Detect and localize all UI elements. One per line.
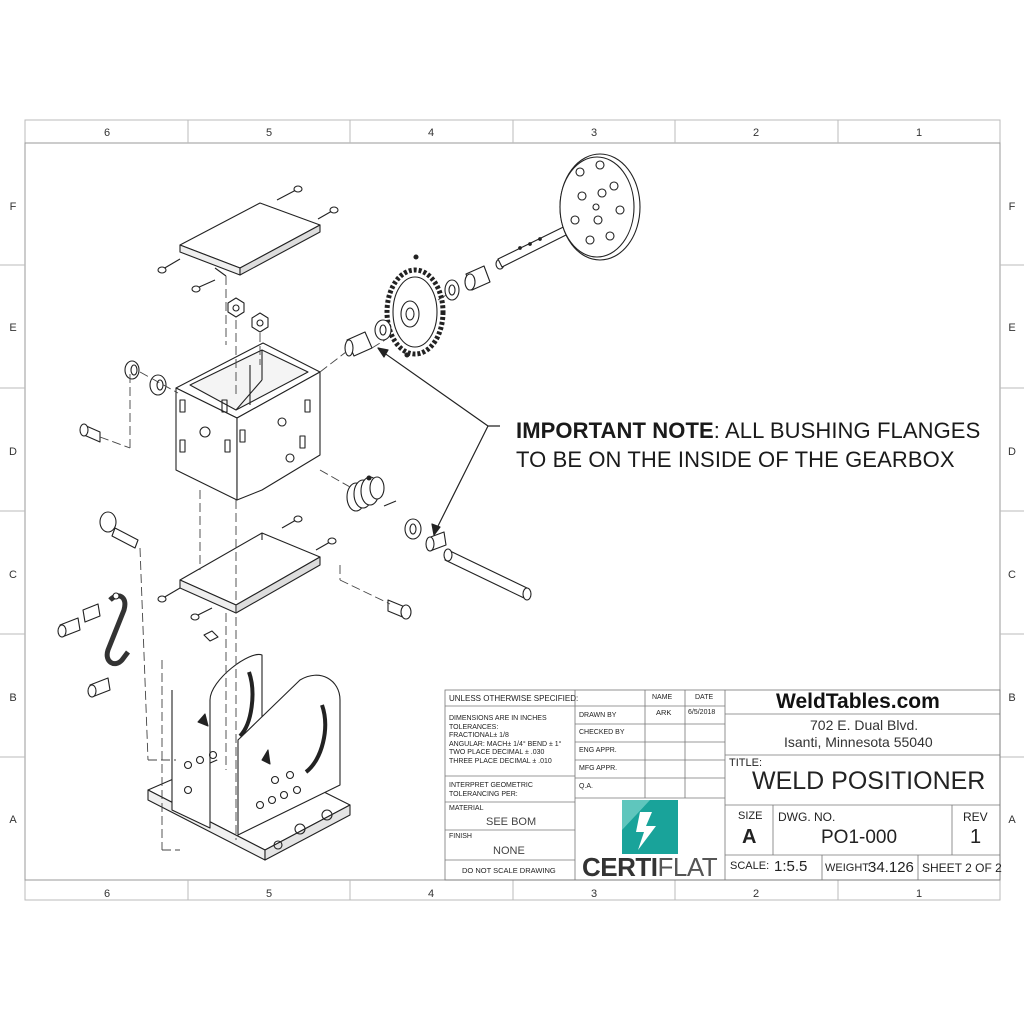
interpret-label: INTERPRET GEOMETRIC — [449, 782, 533, 789]
base-stand — [147, 653, 351, 861]
drawing-title: WELD POSITIONER — [752, 767, 986, 795]
zone-columns-bottom: 6 5 4 3 2 1 — [104, 888, 922, 900]
zone-row-label: D — [9, 446, 17, 458]
scale-value: 1:5.5 — [774, 858, 808, 875]
note-label: IMPORTANT NOTE — [516, 418, 714, 443]
size-label: SIZE — [738, 810, 763, 822]
zone-col-label: 3 — [591, 127, 597, 139]
three-place-tolerance: THREE PLACE DECIMAL ± .010 — [449, 757, 552, 765]
top-cover-plate — [179, 202, 321, 277]
interpret-note: INTERPRET GEOMETRIC TOLERANCING PER: — [449, 781, 533, 799]
worm-gear — [346, 475, 397, 512]
mfg-appr-label: MFG APPR. — [579, 765, 618, 772]
tolerancing-label: TOLERANCING PER: — [449, 791, 518, 798]
zone-row-label: E — [9, 322, 16, 334]
certiflat-logo — [622, 800, 678, 854]
zone-col-label: 3 — [591, 888, 597, 900]
screws-top — [157, 185, 339, 293]
tolerance-notes: DIMENSIONS ARE IN INCHES TOLERANCES: FRA… — [449, 715, 561, 766]
logo-word-bold: CERTI — [582, 852, 658, 882]
drawn-by-name: ARK — [656, 708, 672, 717]
scale-label: SCALE: — [730, 860, 770, 872]
zone-ticks — [0, 120, 1024, 900]
spur-gear — [374, 254, 446, 358]
zone-col-label: 2 — [753, 888, 759, 900]
zone-rows-left: F E D C B A — [9, 201, 17, 826]
drive-shaft-parts — [404, 518, 532, 601]
zone-col-label: 4 — [428, 888, 434, 900]
sheet-number: SHEET 2 OF 2 — [922, 861, 1002, 875]
two-place-tolerance: TWO PLACE DECIMAL ± .030 — [449, 749, 545, 756]
zone-col-label: 1 — [916, 127, 922, 139]
zone-col-label: 6 — [104, 127, 110, 139]
zone-col-label: 4 — [428, 127, 434, 139]
tolerances-label: TOLERANCES: — [449, 723, 499, 731]
dims-in-inches: DIMENSIONS ARE IN INCHES — [449, 715, 547, 722]
drawn-date: 6/5/2018 — [688, 709, 716, 716]
logo-wordmark: CERTIFLAT — [582, 852, 718, 883]
zone-row-label: F — [10, 201, 17, 213]
logo-word-light: FLAT — [657, 852, 718, 882]
screws-mid — [157, 515, 412, 621]
weight-label: WEIGHT: — [825, 862, 871, 874]
name-header: NAME — [652, 694, 673, 701]
zone-row-label: F — [1009, 201, 1016, 213]
qa-label: Q.A. — [579, 783, 594, 790]
zone-row-label: E — [1008, 322, 1015, 334]
material-label: MATERIAL — [449, 805, 484, 812]
dwg-no-value: PO1-000 — [821, 827, 898, 848]
do-not-scale: DO NOT SCALE DRAWING — [462, 866, 556, 875]
eng-appr-label: ENG APPR. — [579, 747, 617, 754]
unless-specified: UNLESS OTHERWISE SPECIFIED: — [449, 694, 579, 703]
zone-row-label: C — [1008, 569, 1016, 581]
note-line-2: TO BE ON THE INSIDE OF THE GEARBOX — [516, 447, 955, 472]
side-bushings — [79, 360, 167, 443]
finish-label: FINISH — [449, 833, 472, 840]
nuts-top — [227, 297, 269, 333]
company-name: WeldTables.com — [776, 690, 940, 713]
checked-by-label: CHECKED BY — [579, 729, 625, 736]
material-value: SEE BOM — [486, 816, 537, 828]
date-header: DATE — [695, 694, 714, 701]
zone-row-label: D — [1008, 446, 1016, 458]
size-value: A — [742, 826, 757, 848]
zone-col-label: 1 — [916, 888, 922, 900]
shaft-spacers — [444, 258, 505, 301]
zone-col-label: 2 — [753, 127, 759, 139]
lock-pin — [99, 511, 139, 549]
zone-rows-right: F E D C B A — [1008, 201, 1016, 826]
assembly-centerlines — [99, 276, 449, 851]
angular-tolerance: ANGULAR: MACH± 1/4° BEND ± 1° — [449, 740, 562, 748]
title-block-grid — [444, 689, 1001, 881]
title-label: TITLE: — [729, 757, 763, 769]
zone-row-label: B — [1008, 692, 1015, 704]
zone-row-label: C — [9, 569, 17, 581]
company-address-2: Isanti, Minnesota 55040 — [784, 734, 933, 750]
zone-col-label: 5 — [266, 127, 272, 139]
rev-value: 1 — [970, 826, 982, 848]
company-address-1: 702 E. Dual Blvd. — [810, 717, 919, 733]
note-line-1: : ALL BUSHING FLANGES — [713, 418, 981, 443]
gearbox-housing — [175, 342, 321, 501]
zone-row-label: A — [9, 814, 17, 826]
faceplate-disc — [559, 153, 641, 261]
fractional-tolerance: FRACTIONAL± 1/8 — [449, 732, 509, 739]
finish-value: NONE — [493, 845, 525, 857]
gear-bushing — [344, 331, 373, 357]
assembly-illustration — [57, 153, 641, 861]
bottom-cover-plate — [179, 532, 321, 614]
zone-col-label: 5 — [266, 888, 272, 900]
weight-value: 34.126 — [868, 859, 914, 876]
crank-handle — [57, 592, 219, 698]
important-note: IMPORTANT NOTE: ALL BUSHING FLANGES TO B… — [516, 416, 996, 474]
drawn-by-label: DRAWN BY — [579, 712, 617, 719]
zone-columns-top: 6 5 4 3 2 1 — [104, 127, 922, 139]
zone-col-label: 6 — [104, 888, 110, 900]
zone-row-label: B — [9, 692, 16, 704]
zone-row-label: A — [1008, 814, 1016, 826]
note-leaders — [377, 347, 500, 536]
dwg-no-label: DWG. NO. — [778, 810, 836, 824]
rev-label: REV — [963, 810, 988, 824]
